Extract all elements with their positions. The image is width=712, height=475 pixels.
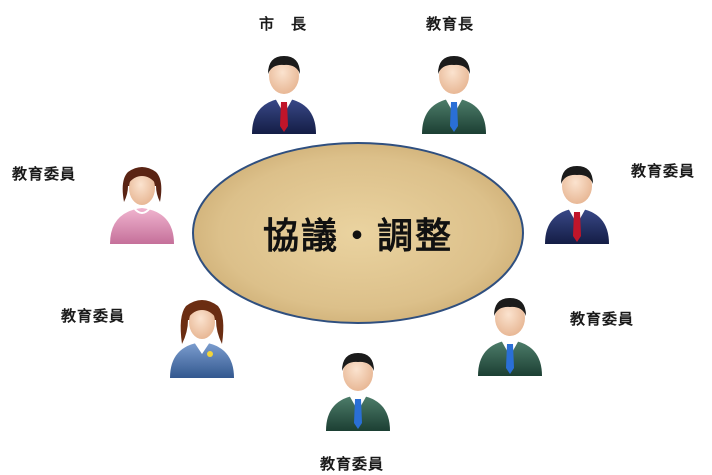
male-person-green-suit-blue-tie-icon xyxy=(474,290,546,376)
female-person-pink-blouse-icon xyxy=(106,158,178,244)
center-discussion-ellipse: 協議・調整 xyxy=(190,140,526,326)
participant-label-board-member-bottom: 教育委員 xyxy=(320,455,385,473)
male-person-green-suit-blue-tie-icon xyxy=(418,48,490,134)
center-label: 協議・調整 xyxy=(262,216,453,257)
female-person-blue-suit-icon xyxy=(166,292,238,378)
participant-label-superintendent: 教育長 xyxy=(426,15,475,33)
male-person-green-suit-blue-tie-icon xyxy=(322,345,394,431)
participant-label-board-member-right-upper: 教育委員 xyxy=(631,162,696,180)
participant-label-mayor: 市 長 xyxy=(259,15,308,33)
male-person-navy-suit-red-tie-icon xyxy=(248,48,320,134)
male-person-navy-suit-red-tie-icon xyxy=(541,158,613,244)
participant-label-board-member-left-lower: 教育委員 xyxy=(61,307,126,325)
participant-label-board-member-right-lower: 教育委員 xyxy=(570,310,635,328)
participant-label-board-member-left-upper: 教育委員 xyxy=(12,165,77,183)
